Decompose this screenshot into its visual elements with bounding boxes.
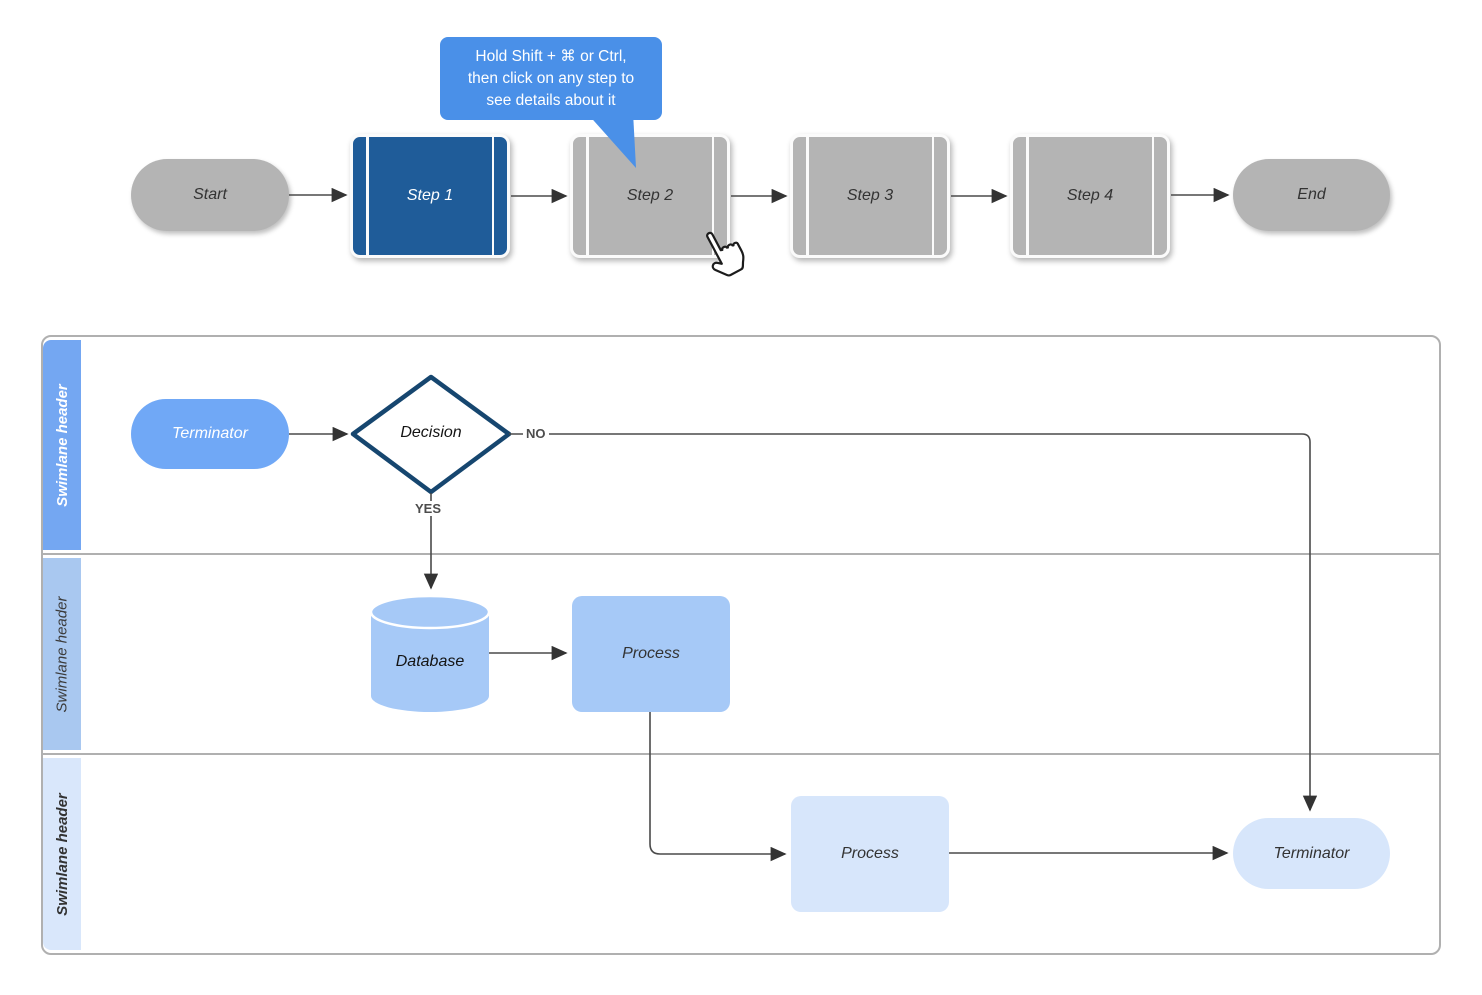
swimlane-2: Swimlane header	[43, 555, 1439, 755]
step-1-node[interactable]: Step 1	[350, 134, 510, 258]
step-4-label: Step 4	[1066, 187, 1114, 204]
process-node-lane2[interactable]: Process	[572, 596, 730, 712]
hint-tooltip-line1: Hold Shift + ⌘ or Ctrl,	[475, 47, 627, 65]
swimlane-1-header-label: Swimlane header	[53, 383, 71, 507]
step-1-label: Step 1	[406, 187, 454, 204]
terminator-lane1-label: Terminator	[172, 425, 248, 442]
process-node-lane3[interactable]: Process	[791, 796, 949, 912]
terminator-node-lane1[interactable]: Terminator	[131, 399, 289, 469]
step-4-node[interactable]: Step 4	[1010, 134, 1170, 258]
terminator-lane3-label: Terminator	[1273, 844, 1350, 862]
hint-tooltip-line3: see details about it	[486, 91, 616, 109]
process-lane3-label: Process	[841, 845, 899, 862]
process-lane2-label: Process	[622, 645, 680, 662]
start-label: Start	[193, 186, 227, 203]
end-terminator-node[interactable]: End	[1233, 159, 1390, 231]
step-2-node[interactable]: Step 2	[570, 134, 730, 258]
swimlane-3-header[interactable]: Swimlane header	[43, 758, 81, 950]
terminator-node-lane3[interactable]: Terminator	[1233, 818, 1390, 889]
step-2-label: Step 2	[626, 187, 674, 204]
yes-branch-label: YES	[412, 501, 445, 516]
swimlane-2-header-label: Swimlane header	[53, 596, 71, 712]
swimlane-3-header-label: Swimlane header	[53, 792, 71, 916]
hint-tooltip: Hold Shift + ⌘ or Ctrl, then click on an…	[440, 37, 662, 120]
end-label: End	[1297, 186, 1326, 203]
hint-tooltip-line2: then click on any step to	[467, 69, 635, 87]
start-terminator-node[interactable]: Start	[131, 159, 289, 231]
swimlane-3: Swimlane header	[43, 755, 1439, 953]
step-3-label: Step 3	[846, 187, 894, 204]
step-3-node[interactable]: Step 3	[790, 134, 950, 258]
no-branch-label: NO	[523, 426, 549, 441]
swimlane-2-header[interactable]: Swimlane header	[43, 558, 81, 750]
swimlane-1-header[interactable]: Swimlane header	[43, 340, 81, 550]
